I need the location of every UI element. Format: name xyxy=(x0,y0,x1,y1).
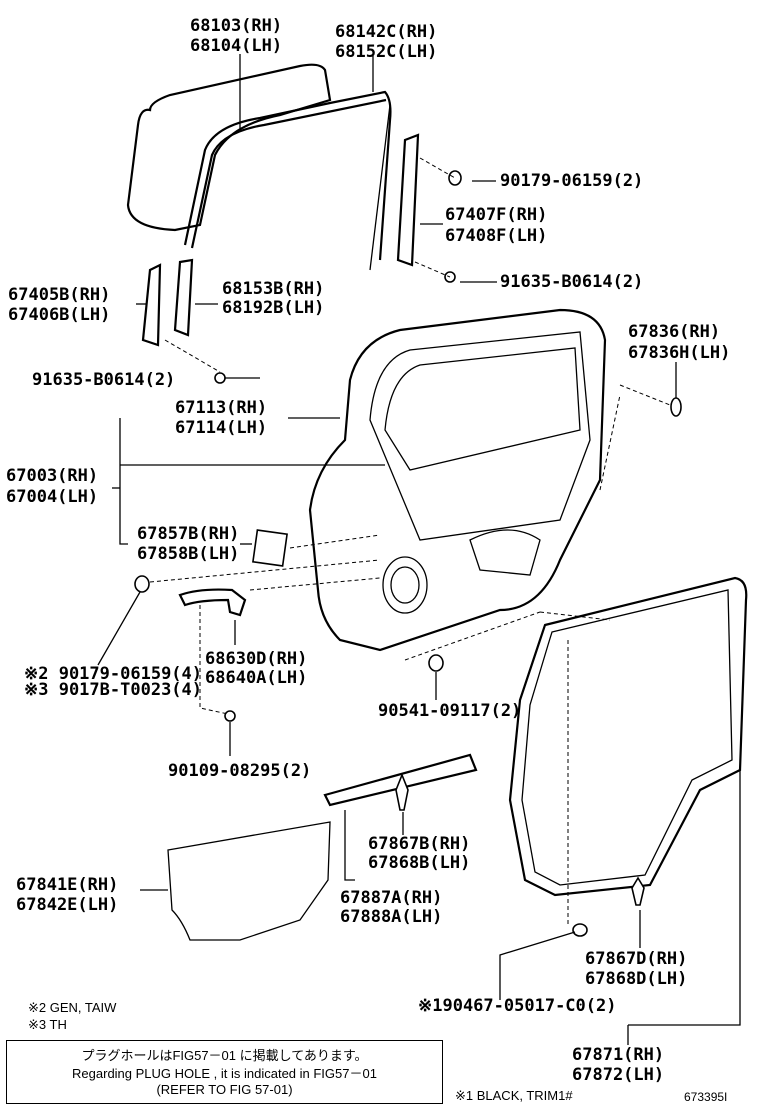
label-67871: 67871(RH) xyxy=(572,1045,665,1065)
label-90109-08295: 90109-08295(2) xyxy=(168,761,312,781)
label-67113: 67113(RH) xyxy=(175,398,268,418)
label-67841e: 67841E(RH) xyxy=(16,875,119,895)
label-67888a: 67888A(LH) xyxy=(340,907,443,927)
label-91635-b0614-b: 91635-B0614(2) xyxy=(32,370,176,390)
label-67408f: 67408F(LH) xyxy=(445,226,548,246)
notebox-line2: Regarding PLUG HOLE , it is indicated in… xyxy=(72,1066,377,1081)
label-68152c: 68152C(LH) xyxy=(335,42,438,62)
plug-hole-note-box: プラグホールはFIG57－01 に掲載してあります。 Regarding PLU… xyxy=(6,1040,443,1104)
label-90467-05017: ※190467-05017-C0(2) xyxy=(418,996,617,1016)
label-90179-06159-a: 90179-06159(2) xyxy=(500,171,644,191)
label-68142c: 68142C(RH) xyxy=(335,22,438,42)
label-67842e: 67842E(LH) xyxy=(16,895,119,915)
label-67867d: 67867D(RH) xyxy=(585,949,688,969)
label-67004: 67004(LH) xyxy=(6,487,99,507)
label-67836h: 67836H(LH) xyxy=(628,343,731,363)
notebox-line1: プラグホールはFIG57－01 に掲載してあります。 xyxy=(81,1048,368,1063)
label-67872: 67872(LH) xyxy=(572,1065,665,1085)
label-67858b: 67858B(LH) xyxy=(137,544,240,564)
label-67836: 67836(RH) xyxy=(628,322,721,342)
note-gen-taiw: ※2 GEN, TAIW xyxy=(28,1000,117,1015)
notebox-line3: (REFER TO FIG 57-01) xyxy=(156,1082,293,1097)
label-68153b: 68153B(RH) xyxy=(222,279,325,299)
label-90541-09117: 90541-09117(2) xyxy=(378,701,522,721)
note-th: ※3 TH xyxy=(28,1017,67,1032)
label-67406b: 67406B(LH) xyxy=(8,305,111,325)
label-clip-note3: ※3 9017B-T0023(4) xyxy=(24,680,203,700)
label-67887a: 67887A(RH) xyxy=(340,888,443,908)
label-68103: 68103(RH) xyxy=(190,16,283,36)
label-91635-b0614-a: 91635-B0614(2) xyxy=(500,272,644,292)
note-black-trim: ※1 BLACK, TRIM1# xyxy=(455,1088,573,1103)
label-68104: 68104(LH) xyxy=(190,36,283,56)
label-67868b: 67868B(LH) xyxy=(368,853,471,873)
label-67114: 67114(LH) xyxy=(175,418,268,438)
label-67405b: 67405B(RH) xyxy=(8,285,111,305)
label-67868d: 67868D(LH) xyxy=(585,969,688,989)
label-67407f: 67407F(RH) xyxy=(445,205,548,225)
figure-id: 673395I xyxy=(684,1090,728,1104)
label-68630d: 68630D(RH) xyxy=(205,649,308,669)
label-clip-note2: ※2 90179-06159(4) xyxy=(24,664,203,684)
label-68640a: 68640A(LH) xyxy=(205,668,308,688)
label-67003: 67003(RH) xyxy=(6,466,99,486)
label-67857b: 67857B(RH) xyxy=(137,524,240,544)
label-67867b: 67867B(RH) xyxy=(368,834,471,854)
label-68192b: 68192B(LH) xyxy=(222,298,325,318)
